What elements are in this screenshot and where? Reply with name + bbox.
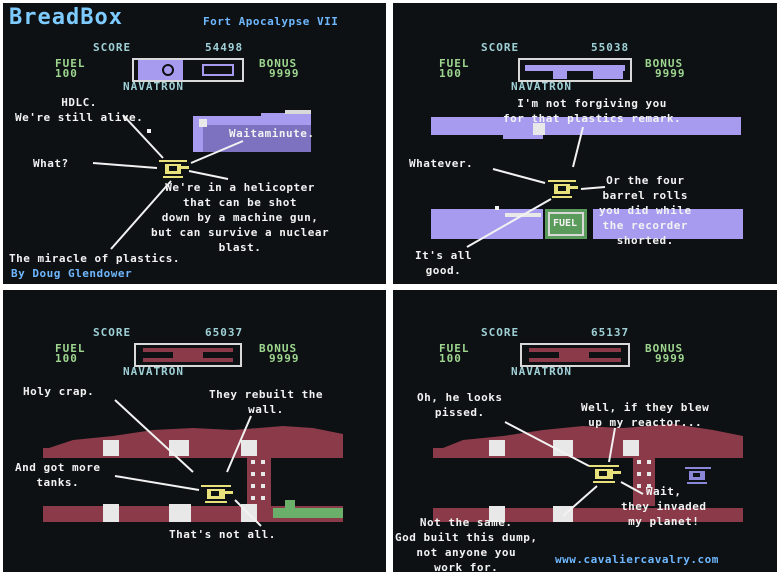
fuel-depot-sign: FUEL xyxy=(553,218,578,229)
fuel-value: 100 xyxy=(55,352,78,365)
fuel-value: 100 xyxy=(55,67,78,80)
caption-invaded: Wait, they invaded my planet! xyxy=(621,485,707,528)
fuel-label: FUEL xyxy=(55,342,86,355)
comic-panel-3: SCORE 65037 FUEL 100 BONUS 9999 NAVATRON xyxy=(3,290,386,572)
fuel-label: FUEL xyxy=(439,57,470,70)
scene-art xyxy=(92,58,311,250)
fuel-label: FUEL xyxy=(439,342,470,355)
helicopter-sprite xyxy=(159,160,189,178)
caption-all-good: It's all good. xyxy=(415,249,472,277)
caption-helicopter: We're in a helicopter that can be shot d… xyxy=(151,181,330,254)
speech-lines xyxy=(504,421,644,517)
caption-god-built: Not the same. God built this dump, not a… xyxy=(395,516,538,572)
scene-art xyxy=(431,58,743,248)
scene-art xyxy=(433,343,743,522)
navatron-label: NAVATRON xyxy=(123,80,184,93)
caption-whatever: Whatever. xyxy=(409,157,474,170)
bonus-value: 9999 xyxy=(269,352,300,365)
fuel-label: FUEL xyxy=(55,57,86,70)
cave-terrain xyxy=(431,117,743,239)
bonus-label: BONUS xyxy=(645,342,684,355)
bonus-label: BONUS xyxy=(259,342,298,355)
bonus-label: BONUS xyxy=(645,57,684,70)
cave-terrain xyxy=(43,426,343,522)
caption-holy-crap: Holy crap. xyxy=(23,385,95,398)
score-label: SCORE xyxy=(481,41,520,54)
bonus-label: BONUS xyxy=(259,57,298,70)
score-value: 65137 xyxy=(591,326,630,339)
helicopter-sprite xyxy=(201,485,233,503)
navatron-label: NAVATRON xyxy=(511,80,572,93)
bonus-value: 9999 xyxy=(269,67,300,80)
cave-terrain xyxy=(433,424,743,522)
caption-hdlc: HDLC. We're still alive. xyxy=(15,96,144,124)
comic-panel-2: SCORE 55038 FUEL 100 BONUS 9999 NAVATRON xyxy=(393,3,777,284)
bullet xyxy=(495,206,499,210)
navatron-radar xyxy=(132,58,244,82)
score-value: 65037 xyxy=(205,326,244,339)
bonus-value: 9999 xyxy=(655,352,686,365)
score-label: SCORE xyxy=(93,41,132,54)
score-value: 54498 xyxy=(205,41,244,54)
game-title: Fort Apocalypse VII xyxy=(203,15,339,28)
speech-lines xyxy=(114,399,262,527)
speech-lines xyxy=(92,114,244,250)
helicopter-sprite xyxy=(589,465,621,483)
score-value: 55038 xyxy=(591,41,630,54)
navatron-label: NAVATRON xyxy=(511,365,572,378)
fuel-value: 100 xyxy=(439,352,462,365)
navatron-radar xyxy=(134,343,242,367)
caption-rebuilt-wall: They rebuilt the wall. xyxy=(209,388,323,416)
caption-barrel-rolls: Or the four barrel rolls you did while t… xyxy=(599,174,692,247)
fuel-value: 100 xyxy=(439,67,462,80)
caption-more-tanks: And got more tanks. xyxy=(15,461,101,489)
caption-not-forgiving: I'm not forgiving you for that plastics … xyxy=(503,97,682,125)
comic-panel-1: BreadBox Fort Apocalypse VII SCORE 54498… xyxy=(3,3,386,284)
bullet xyxy=(147,129,151,133)
site-url: www.cavaliercavalry.com xyxy=(555,553,719,566)
navatron-radar xyxy=(518,58,632,82)
cave-terrain xyxy=(193,110,311,152)
bonus-value: 9999 xyxy=(655,67,686,80)
caption-what: What? xyxy=(33,157,69,170)
author-credit: By Doug Glendower xyxy=(11,267,133,280)
enemy-helicopter-sprite xyxy=(685,467,711,484)
score-label: SCORE xyxy=(481,326,520,339)
caption-plastics: The miracle of plastics. xyxy=(9,252,180,265)
speech-lines xyxy=(466,126,606,248)
navatron-radar xyxy=(520,343,630,367)
caption-waitaminute: Waitaminute. xyxy=(229,127,315,140)
score-label: SCORE xyxy=(93,326,132,339)
comic-panel-4: SCORE 65137 FUEL 100 BONUS 9999 NAVATRON xyxy=(393,290,777,572)
caption-reactor: Well, if they blew up my reactor... xyxy=(581,401,710,429)
breadbox-logo: BreadBox xyxy=(9,5,123,30)
scene-art xyxy=(43,343,343,527)
caption-pissed: Oh, he looks pissed. xyxy=(417,391,503,419)
caption-not-all: That's not all. xyxy=(169,528,276,541)
navatron-label: NAVATRON xyxy=(123,365,184,378)
helicopter-sprite xyxy=(548,180,578,198)
